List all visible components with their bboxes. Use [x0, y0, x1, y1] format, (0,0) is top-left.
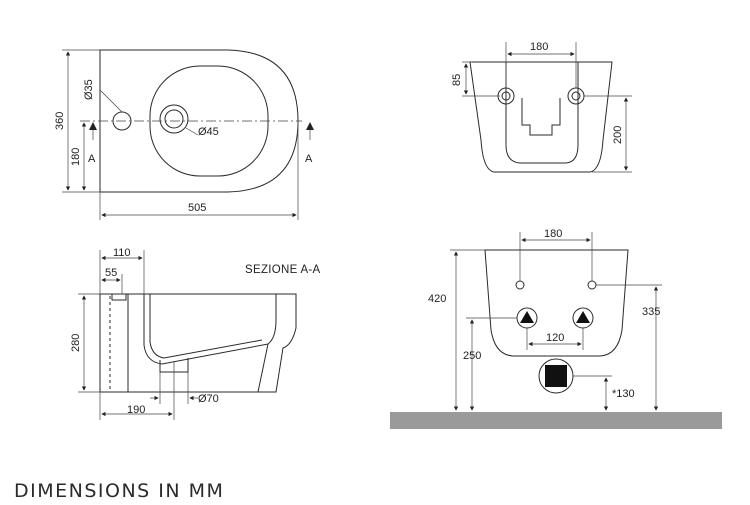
- width-label: 505: [188, 202, 206, 214]
- section-bowl-curve: [143, 294, 277, 365]
- half-depth-label: 180: [70, 148, 82, 166]
- section-arrow-right: [306, 122, 314, 130]
- dim-190-label: 190: [127, 404, 145, 416]
- height-420-label: 420: [428, 293, 446, 305]
- footer-units-note: DIMENSIONS IN MM: [14, 480, 225, 502]
- dim-280-label: 280: [70, 334, 82, 352]
- drain-ring-inner: [164, 109, 184, 129]
- bolt-right: [587, 280, 597, 290]
- wall-view: 180 420 335 250 120 *130: [390, 228, 722, 429]
- section-bowl-inner: [149, 294, 263, 359]
- back-hole-spacing-label: 180: [530, 41, 548, 53]
- bolt-left: [515, 280, 525, 290]
- height-250-label: 250: [463, 350, 481, 362]
- dim-110-label: 110: [113, 247, 131, 259]
- dim-70-label: Ø70: [198, 393, 219, 405]
- inlet-right-triangle: [576, 311, 590, 323]
- back-view-outline: [469, 61, 613, 173]
- depth-label: 360: [54, 112, 66, 130]
- leader-drain: [185, 127, 199, 136]
- section-title: SEZIONE A-A: [245, 264, 321, 276]
- height-335-label: 335: [642, 306, 660, 318]
- back-height-label: 200: [612, 126, 624, 144]
- back-drain-recess: [521, 98, 561, 136]
- back-view: 180 85 200: [451, 41, 632, 173]
- drain-ring-outer: [159, 104, 189, 134]
- height-130-label: *130: [612, 388, 635, 400]
- back-hole-right: [567, 87, 585, 105]
- inlet-spacing-label: 120: [546, 332, 564, 344]
- section-arrow-left: [89, 122, 97, 130]
- dia-tap-label: Ø35: [83, 79, 95, 100]
- wall-bidet-outline: [484, 249, 629, 357]
- bolt-spacing-label: 180: [544, 228, 562, 240]
- inlet-left-triangle: [520, 311, 534, 323]
- back-top-offset-label: 85: [451, 74, 463, 86]
- section-right-label: A: [305, 153, 313, 165]
- leader-tap: [99, 89, 123, 113]
- top-view: Ø35 Ø45 505 360 180 A A: [54, 49, 314, 220]
- section-view: SEZIONE A-A 110 55 280 190 Ø70: [70, 247, 321, 420]
- dia-drain-label: Ø45: [198, 126, 219, 138]
- dim-55-label: 55: [105, 267, 117, 279]
- floor-strip: [390, 412, 722, 429]
- back-inner-channel: [505, 62, 579, 164]
- section-left-label: A: [88, 153, 96, 165]
- outlet-square: [545, 365, 567, 387]
- section-outline: [99, 293, 297, 393]
